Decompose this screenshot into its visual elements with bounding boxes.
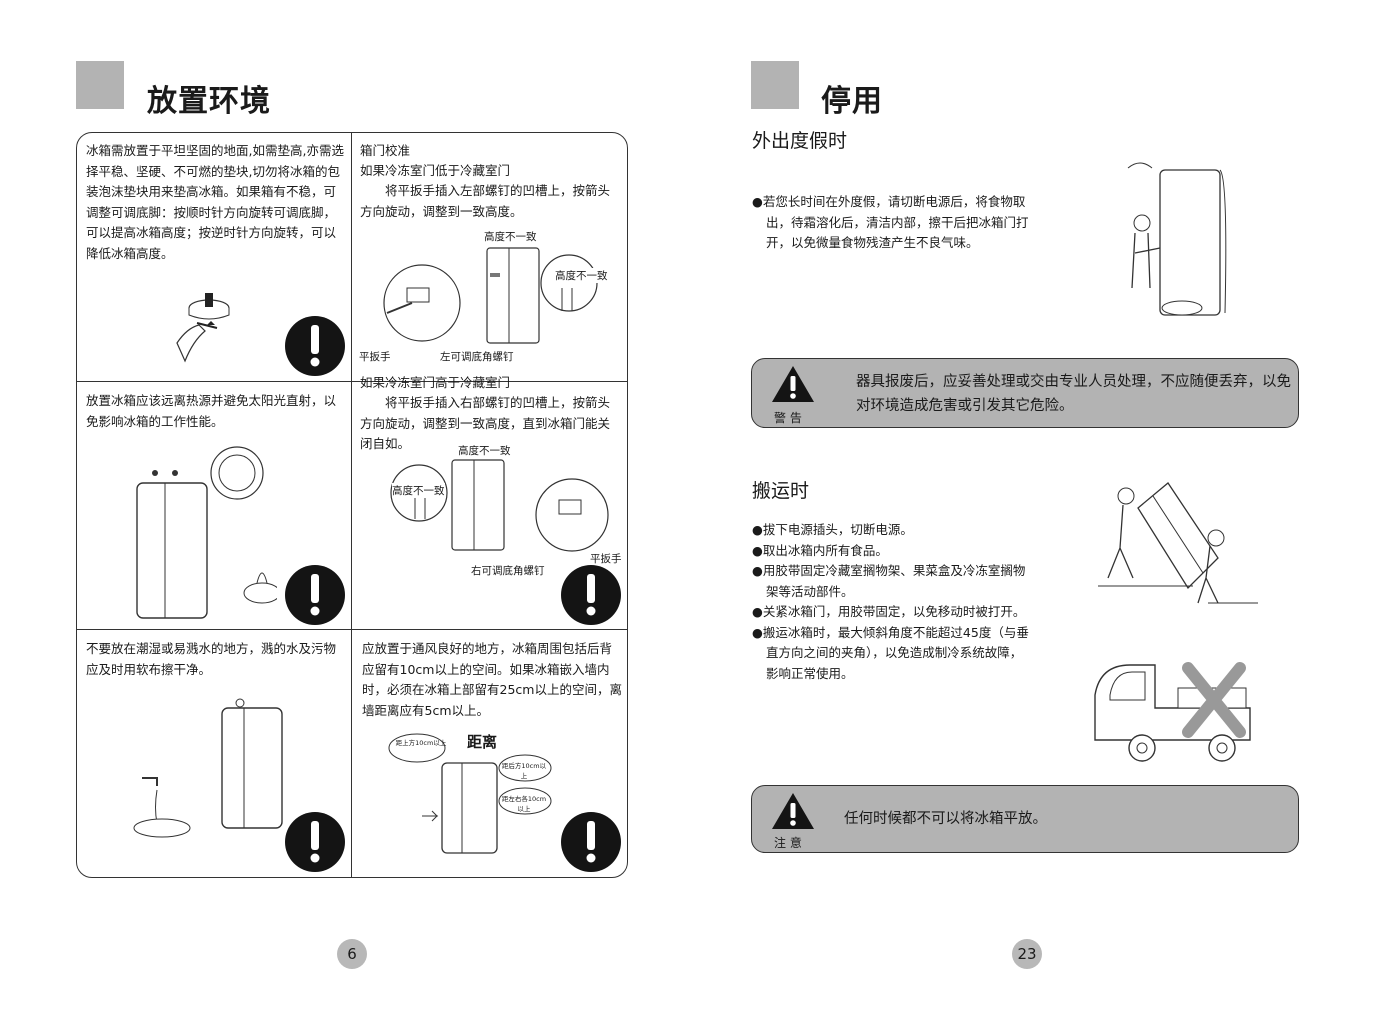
notice-triangle-icon — [772, 793, 814, 829]
label-top-clearance: 距上方10cm以上 — [395, 739, 447, 747]
left-header-box — [76, 61, 124, 109]
warning-text: 器具报废后，应妥善处理或交由专业人员处理，不应随便丢弃，以免对环境造成危害或引发… — [856, 374, 1291, 414]
notice-text: 任何时候都不可以将冰箱平放。 — [844, 811, 1047, 827]
cross-mark-icon — [1182, 662, 1246, 738]
table-divider-h2 — [77, 629, 627, 630]
warning-bar: 警 告 器具报废后，应妥善处理或交由专业人员处理，不应随便丢弃，以免对环境造成危… — [751, 358, 1299, 428]
door-alignment-case2: 如果冷冻室门高于冷藏室门 — [360, 375, 511, 390]
door-alignment-illustration-2 — [390, 459, 609, 552]
left-page-number: 6 — [337, 939, 367, 969]
label-height-mismatch-top: 高度不一致 — [484, 231, 537, 243]
open-fridge-illustration — [1127, 162, 1227, 316]
warning-triangle-icon — [772, 366, 814, 402]
label-side-clearance: 距左右各10cm以上 — [501, 795, 547, 813]
label-wrench: 平扳手 — [359, 351, 391, 363]
label-back-clearance: 距后方10cm以上 — [501, 762, 547, 780]
notice-bar: 注 意 任何时候都不可以将冰箱平放。 — [751, 785, 1299, 853]
label-height-mismatch-top-2: 高度不一致 — [458, 445, 511, 457]
exclamation-icon-4 — [285, 812, 345, 872]
truck-lying-fridge-illustration — [1094, 662, 1251, 762]
moving-bullet-3: ●用胶带固定冷藏室搁物架、果菜盒及冷冻室搁物架等活动部件。 — [752, 563, 1026, 599]
cell-heat-text: 放置冰箱应该远离热源并避免太阳光直射，以免影响冰箱的工作性能。 — [86, 393, 337, 429]
heat-source-illustration — [136, 446, 277, 619]
placement-table: 冰箱需放置于平坦坚固的地面,如需垫高,亦需选择平稳、坚硬、不可燃的垫块,切勿将冰… — [76, 132, 628, 878]
right-page-number: 23 — [1012, 939, 1042, 969]
notice-label: 注 意 — [774, 836, 802, 850]
exclamation-icon-5 — [561, 812, 621, 872]
label-distance: 距离 — [467, 733, 498, 751]
label-right-screw: 右可调底角螺钉 — [471, 565, 545, 577]
ventilation-illustration — [388, 733, 552, 854]
moving-bullet-4: ●关紧冰箱门，用胶带固定，以免移动时被打开。 — [752, 604, 1026, 619]
cell-ventilation-text: 应放置于通风良好的地方，冰箱周围包括后背应留有10cm以上的空间。如果冰箱嵌入墙… — [362, 641, 622, 718]
moving-bullet-5: ●搬运冰箱时，最大倾斜角度不能超过45度（与垂直方向之间的夹角），以免造成制冷系… — [752, 624, 1029, 681]
cell-level-text: 冰箱需放置于平坦坚固的地面,如需垫高,亦需选择平稳、坚硬、不可燃的垫块,切勿将冰… — [86, 143, 344, 261]
cell-moisture-text: 不要放在潮湿或易溅水的地方，溅的水及污物应及时用软布擦干净。 — [86, 641, 337, 677]
vacation-text: ●若您长时间在外度假，请切断电源后，将食物取出，待霜溶化后，清洁内部，擦干后把冰… — [752, 194, 1029, 250]
table-divider-v — [351, 133, 352, 877]
label-height-mismatch-bubble-2: 高度不一致 — [392, 483, 445, 498]
moving-bullet-list: ●拔下电源插头，切断电源。 ●取出冰箱内所有食品。 ●用胶带固定冷藏室搁物架、果… — [752, 520, 1032, 684]
moving-heading: 搬运时 — [752, 480, 810, 502]
label-wrench-2: 平扳手 — [590, 553, 622, 565]
right-header-box — [751, 61, 799, 109]
table-divider-h1 — [77, 381, 627, 382]
label-height-mismatch-bubble: 高度不一致 — [555, 268, 608, 283]
door-alignment-case1-body: 将平扳手插入左部螺钉的凹槽上，按箭头方向旋动，调整到一致高度。 — [360, 183, 611, 219]
exclamation-icon-2 — [285, 565, 345, 625]
left-page-title: 放置环境 — [147, 84, 271, 119]
carrying-fridge-illustration — [1098, 482, 1258, 604]
moving-bullet-2: ●取出冰箱内所有食品。 — [752, 542, 888, 558]
door-alignment-illustration-1 — [383, 247, 598, 344]
door-alignment-case2-body: 将平扳手插入右部螺钉的凹槽上，按箭头方向旋动，调整到一致高度，直到冰箱门能关闭自… — [360, 395, 611, 451]
warning-label: 警 告 — [774, 411, 802, 425]
moisture-illustration — [133, 698, 283, 838]
vacation-heading: 外出度假时 — [752, 130, 848, 152]
door-alignment-case1: 如果冷冻室门低于冷藏室门 — [360, 163, 511, 178]
adjustable-foot-illustration — [176, 293, 230, 363]
exclamation-icon-1 — [285, 316, 345, 376]
right-page-title: 停用 — [821, 84, 883, 119]
door-alignment-heading: 箱门校准 — [360, 143, 411, 158]
moving-bullet-1: ●拔下电源插头，切断电源。 — [752, 522, 913, 537]
label-left-screw: 左可调底角螺钉 — [440, 351, 514, 363]
exclamation-icon-3 — [561, 565, 621, 625]
